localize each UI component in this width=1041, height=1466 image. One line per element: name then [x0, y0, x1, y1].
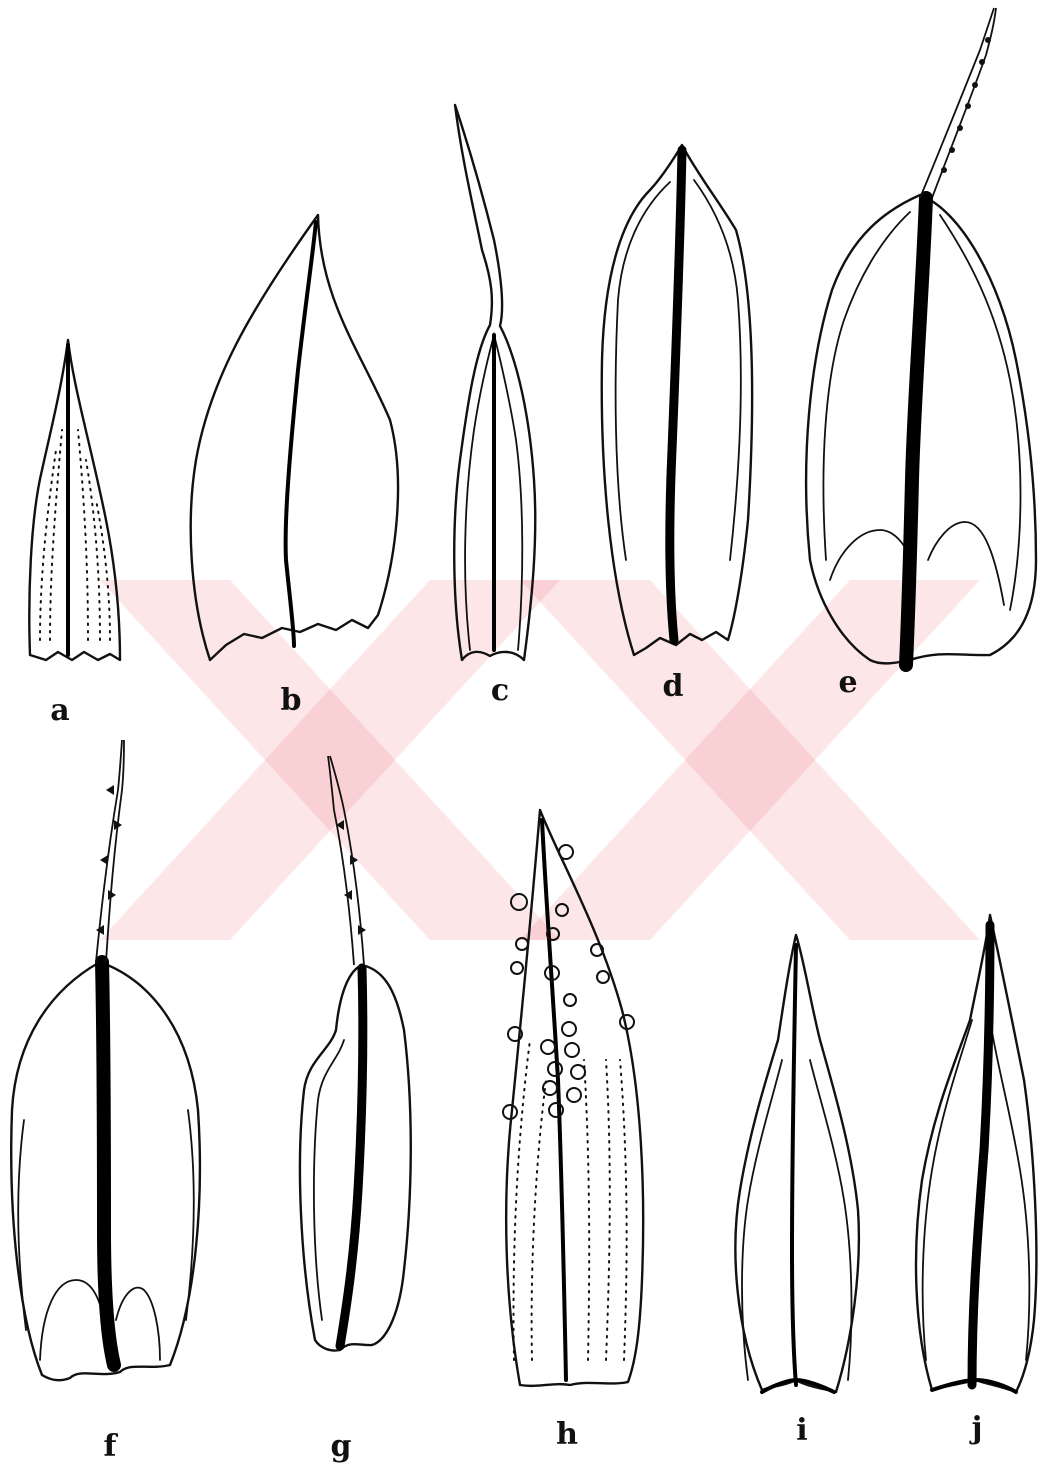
- leaf-i: [735, 935, 858, 1392]
- label-d: d: [663, 669, 684, 704]
- label-g: g: [331, 1429, 352, 1464]
- label-f: f: [104, 1429, 119, 1464]
- label-j: j: [969, 1411, 983, 1446]
- leaf-j: [916, 915, 1036, 1392]
- label-i: i: [796, 1413, 807, 1448]
- label-a: a: [50, 693, 69, 728]
- leaf-e: [806, 8, 1036, 665]
- leaf-d: [602, 145, 752, 655]
- label-e: e: [838, 665, 857, 700]
- watermark-logo: [100, 580, 980, 940]
- label-h: h: [556, 1417, 578, 1452]
- leaf-f: [11, 740, 200, 1380]
- label-c: c: [491, 673, 509, 708]
- leaf-c: [454, 105, 535, 660]
- label-b: b: [281, 683, 302, 718]
- leaf-a: [29, 340, 120, 660]
